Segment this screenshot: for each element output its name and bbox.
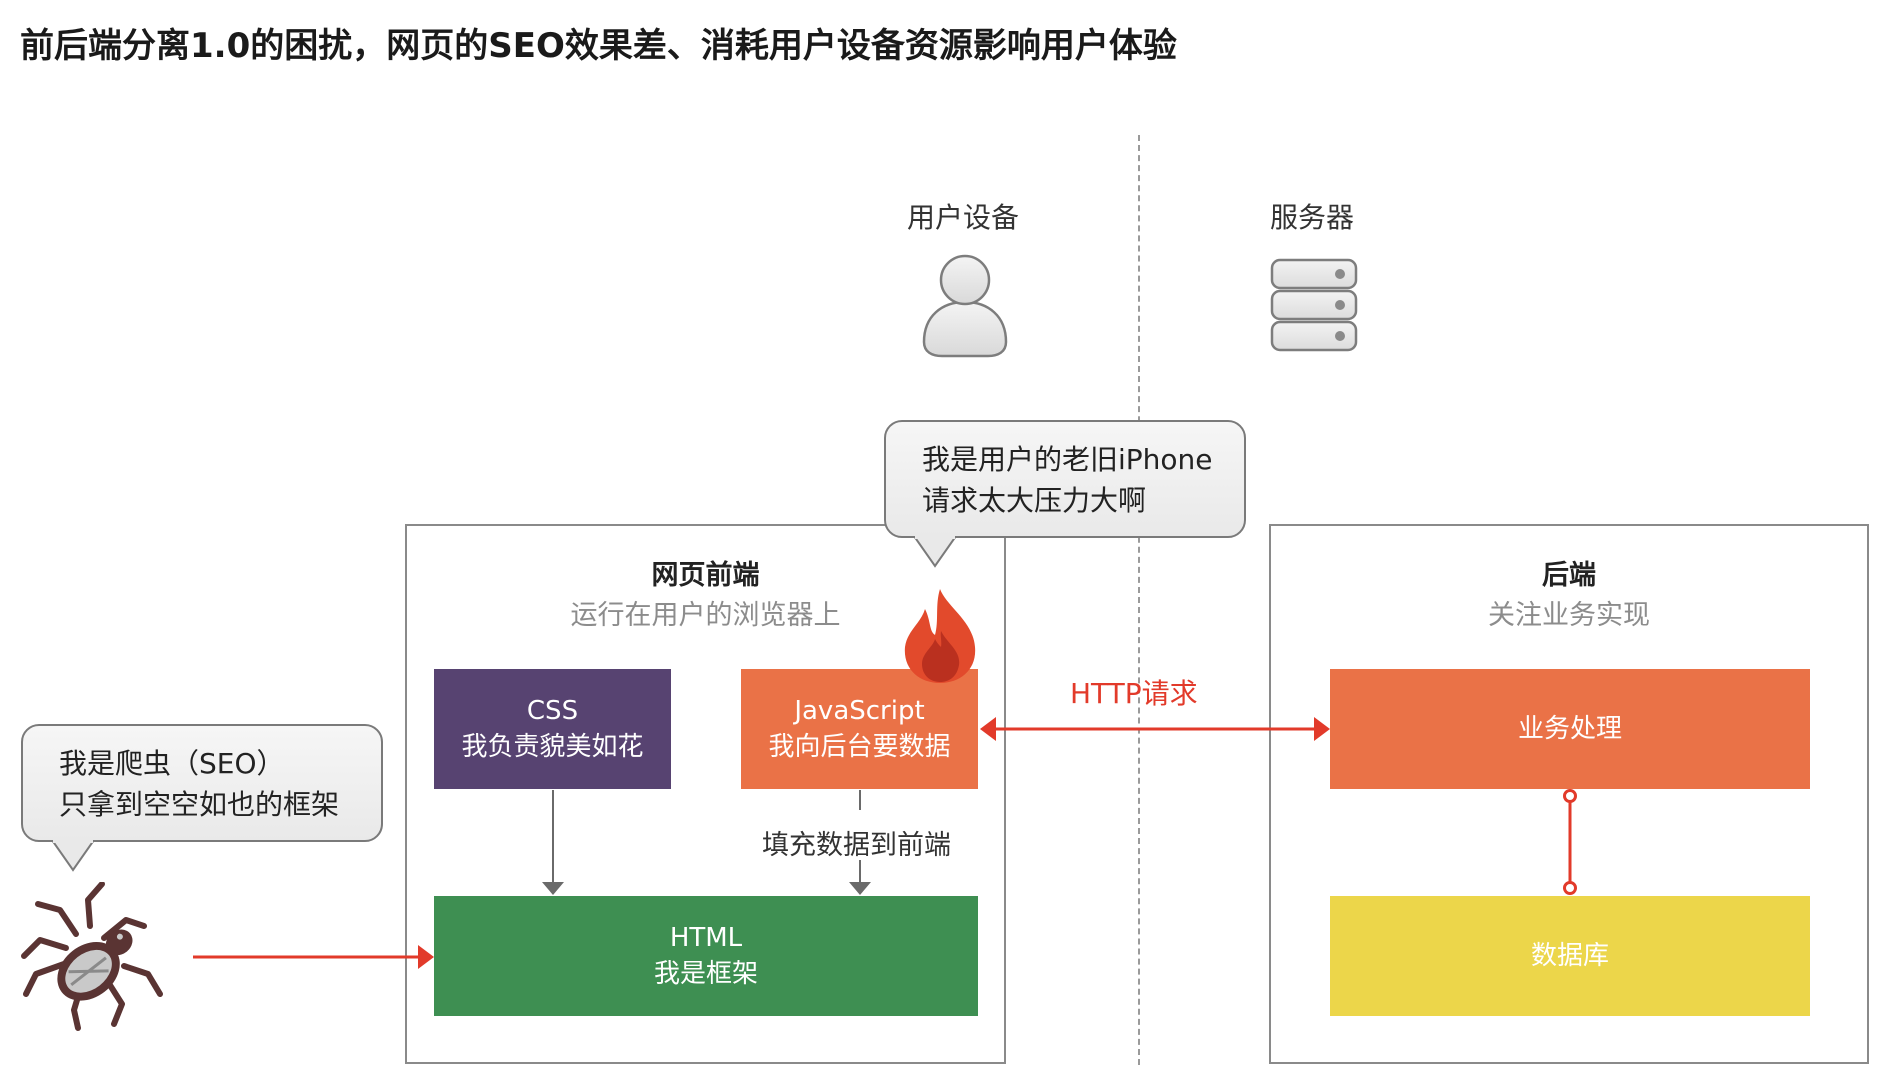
frontend-panel [405, 524, 1006, 1064]
css-box: CSS 我负责貌美如花 [434, 669, 671, 789]
iphone-bubble-line1: 我是用户的老旧iPhone [922, 443, 1213, 476]
business-box: 业务处理 [1330, 669, 1810, 789]
business-box-label: 业务处理 [1517, 713, 1622, 744]
javascript-box: JavaScript 我向后台要数据 [741, 669, 978, 789]
user-device-label: 用户设备 [907, 201, 1020, 234]
crawler-bubble-line1: 我是爬虫（SEO） [59, 747, 285, 780]
backend-panel-title: 后端 [1542, 560, 1596, 591]
javascript-box-title: JavaScript [794, 695, 925, 726]
server-icon [1270, 258, 1358, 352]
database-box: 数据库 [1330, 896, 1810, 1016]
database-box-label: 数据库 [1530, 940, 1609, 971]
css-to-html-arrow [542, 790, 564, 895]
server-label: 服务器 [1270, 201, 1355, 234]
iphone-bubble-line2: 请求太大压力大啊 [922, 483, 1147, 517]
css-box-desc: 我负责貌美如花 [461, 732, 644, 762]
js-to-html-arrow [849, 790, 871, 895]
crawler-bubble-line2: 只拿到空空如也的框架 [59, 787, 340, 821]
fire-icon [904, 589, 976, 683]
fill-data-label: 填充数据到前端 [762, 830, 951, 861]
http-request-arrow [980, 717, 1330, 741]
spider-icon [21, 882, 163, 1031]
crawler-speech-bubble: 我是爬虫（SEO） 只拿到空空如也的框架 [21, 724, 383, 842]
business-database-connector [1563, 789, 1577, 895]
frontend-panel-subtitle: 运行在用户的浏览器上 [570, 600, 841, 631]
css-box-title: CSS [526, 695, 579, 726]
backend-panel [1269, 524, 1869, 1064]
html-box: HTML 我是框架 [434, 896, 978, 1016]
http-request-label: HTTP请求 [1070, 677, 1198, 710]
frontend-panel-title: 网页前端 [651, 560, 760, 591]
iphone-speech-bubble: 我是用户的老旧iPhone 请求太大压力大啊 [884, 420, 1246, 538]
crawler-bubble-tail [51, 840, 95, 872]
page-title: 前后端分离1.0的困扰，网页的SEO效果差、消耗用户设备资源影响用户体验 [20, 26, 1177, 66]
client-server-divider [1138, 135, 1140, 1065]
html-box-desc: 我是框架 [653, 959, 758, 989]
html-box-title: HTML [669, 922, 743, 953]
iphone-bubble-tail [913, 536, 957, 568]
javascript-box-desc: 我向后台要数据 [768, 732, 951, 762]
backend-panel-subtitle: 关注业务实现 [1488, 600, 1650, 631]
user-icon [922, 254, 1008, 358]
crawler-to-html-arrow [193, 945, 434, 969]
